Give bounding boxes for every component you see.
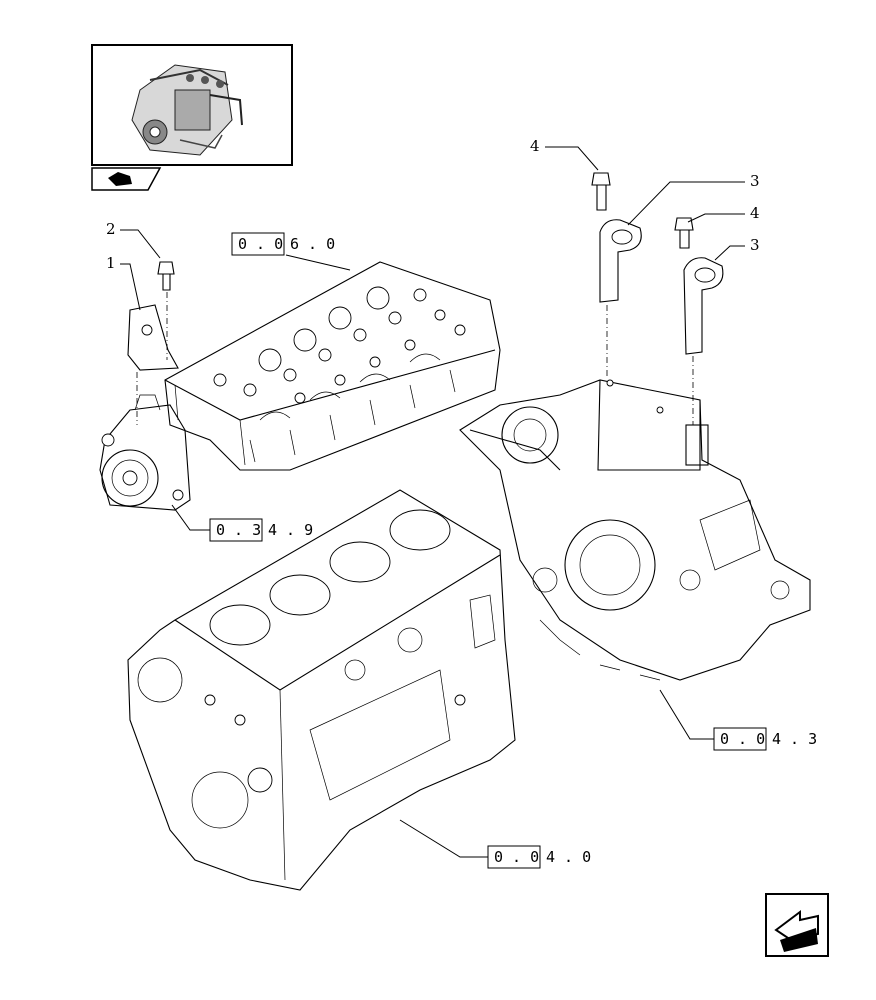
- svg-text:1: 1: [106, 254, 116, 272]
- cylinder-block: [127, 489, 516, 891]
- callout-4-lower: 4: [687, 204, 760, 223]
- cylinder-bores: [209, 509, 451, 646]
- svg-text:0 . 0: 0 . 0: [720, 730, 765, 748]
- callout-2: 2: [106, 220, 161, 259]
- lifting-eye-3-lower: [683, 257, 724, 355]
- svg-text:4 . 9: 4 . 9: [268, 521, 313, 539]
- svg-text:4 . 0: 4 . 0: [546, 848, 591, 866]
- svg-text:4: 4: [530, 137, 540, 155]
- cylinder-head: [164, 261, 501, 471]
- svg-text:2: 2: [106, 220, 116, 238]
- engine-thumbnail[interactable]: [91, 44, 293, 191]
- callout-1: 1: [106, 254, 141, 311]
- svg-text:0 . 0: 0 . 0: [494, 848, 539, 866]
- ref-water-pump[interactable]: 0 . 3 4 . 9: [171, 504, 313, 542]
- ref-cylinder-head[interactable]: 0 . 0 6 . 0: [231, 232, 351, 271]
- ref-cylinder-block[interactable]: 0 . 0 4 . 0: [399, 819, 591, 869]
- svg-text:0 . 3: 0 . 3: [216, 521, 261, 539]
- svg-text:4 . 3: 4 . 3: [772, 730, 817, 748]
- screw-4-upper: [591, 172, 611, 211]
- hand-pointer-icon[interactable]: [91, 167, 162, 191]
- callout-3-upper: 3: [627, 172, 760, 226]
- arrow-back-icon[interactable]: [765, 893, 829, 957]
- engine-thumbnail-icon: [131, 64, 243, 156]
- svg-text:3: 3: [750, 172, 760, 190]
- lifting-eye-3-upper: [599, 219, 642, 303]
- flywheel-housing: [459, 379, 811, 681]
- water-pump: [99, 394, 191, 511]
- callout-4-upper: 4: [530, 137, 599, 171]
- ref-flywheel-housing[interactable]: 0 . 0 4 . 3: [659, 689, 817, 751]
- screw-4-lower: [674, 217, 694, 249]
- svg-text:6 . 0: 6 . 0: [290, 235, 335, 253]
- svg-text:0 . 0: 0 . 0: [238, 235, 283, 253]
- lifting-bracket-1: [127, 304, 179, 371]
- screw-2: [157, 261, 175, 291]
- cylinder-head-ports: [213, 286, 466, 404]
- svg-text:4: 4: [750, 204, 760, 222]
- callout-3-lower: 3: [714, 236, 760, 261]
- svg-text:3: 3: [750, 236, 760, 254]
